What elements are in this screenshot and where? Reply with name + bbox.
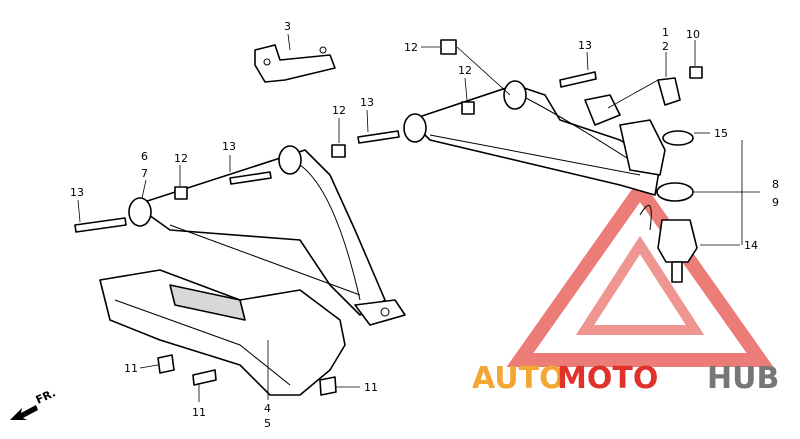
upper-arm-right: [403, 77, 681, 196]
hardware: [74, 39, 703, 396]
front-arrow-icon: [10, 405, 38, 420]
leader-lines: [77, 33, 760, 402]
ball-joint-assembly: [639, 130, 698, 283]
watermark-logo: [506, 177, 774, 367]
watermark-auto: AUTO: [472, 361, 565, 396]
label-12c: 12: [404, 41, 418, 54]
label-15: 15: [714, 127, 728, 140]
lower-arm-left: [128, 145, 406, 326]
label-4: 4: [264, 402, 271, 415]
watermark-hub: HUB: [707, 361, 779, 396]
label-7: 7: [141, 167, 148, 180]
watermark-moto: MOTO: [557, 361, 658, 396]
callout-labels: 3 6 7 12 13 13 12 13 12 12 13 1 2 10 15 …: [70, 20, 779, 430]
label-1: 1: [662, 26, 669, 39]
label-12a: 12: [174, 152, 188, 165]
label-12b: 12: [332, 104, 346, 117]
label-14: 14: [744, 239, 758, 252]
label-8: 8: [772, 178, 779, 191]
skid-plate: [99, 269, 346, 396]
label-13b: 13: [222, 140, 236, 153]
label-13a: 13: [70, 186, 84, 199]
label-9: 9: [772, 196, 779, 209]
label-11b: 11: [192, 406, 206, 419]
label-5: 5: [264, 417, 271, 430]
label-13c: 13: [360, 96, 374, 109]
label-3: 3: [284, 20, 291, 33]
label-11c: 11: [364, 381, 378, 394]
label-10: 10: [686, 28, 700, 41]
watermark-text: AUTO MOTO HUB: [472, 361, 779, 396]
bracket-3: [254, 44, 336, 83]
label-2: 2: [662, 40, 669, 53]
front-arrow: FR.: [10, 386, 58, 420]
label-12d: 12: [458, 64, 472, 77]
label-13d: 13: [578, 39, 592, 52]
label-11a: 11: [124, 362, 138, 375]
front-label: FR.: [34, 386, 58, 406]
label-6: 6: [141, 150, 148, 163]
